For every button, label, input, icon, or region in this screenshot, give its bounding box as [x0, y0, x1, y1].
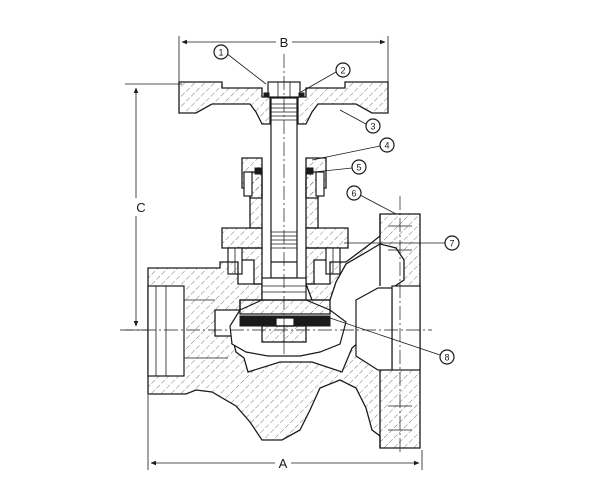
callout-6: 6 [346, 185, 397, 215]
packing [254, 167, 314, 175]
dimension-b: B [178, 35, 389, 82]
callout-7: 7 [344, 235, 460, 251]
callout-1: 1 [213, 44, 267, 85]
callout-4: 4 [311, 137, 395, 161]
callout-8-number: 8 [444, 353, 449, 363]
callout-2-number: 2 [340, 66, 345, 76]
dimension-b-label: B [280, 35, 289, 50]
callout-4-number: 4 [384, 141, 389, 151]
callout-5: 5 [313, 159, 367, 175]
disc-assembly [239, 277, 331, 343]
callout-6-number: 6 [351, 189, 356, 199]
dimension-a: A [147, 395, 423, 471]
callout-1-number: 1 [218, 48, 223, 58]
callout-3-number: 3 [370, 122, 375, 132]
center-lines [120, 54, 432, 452]
dimension-c-label: C [136, 200, 145, 215]
callout-5-number: 5 [356, 163, 361, 173]
callout-3: 3 [339, 109, 381, 134]
callout-2: 2 [300, 62, 351, 93]
callout-7-number: 7 [449, 239, 454, 249]
callout-8: 8 [329, 317, 455, 365]
dimension-a-label: A [279, 456, 288, 471]
